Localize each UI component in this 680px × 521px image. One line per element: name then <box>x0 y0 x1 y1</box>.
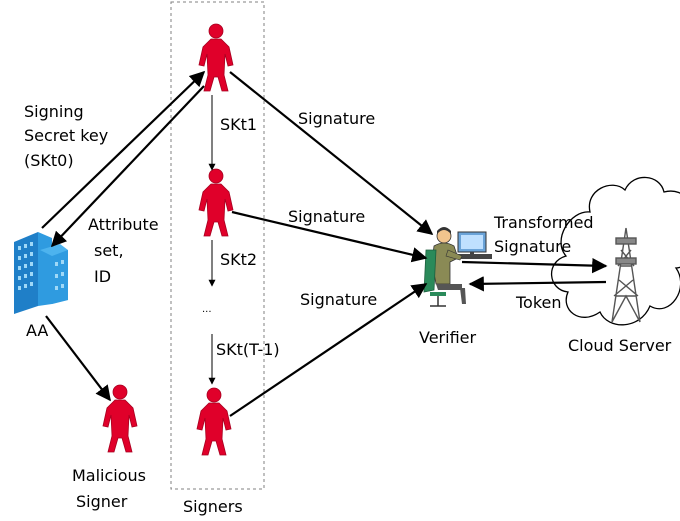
arrow-aa-to-signer <box>41 70 206 229</box>
skt1-label: SKt1 <box>220 115 257 134</box>
building-icon <box>14 232 68 314</box>
malicious-signer-label-1: Malicious <box>72 466 146 485</box>
arrow-signer1-to-verifier <box>229 71 434 235</box>
signers-label: Signers <box>183 497 243 516</box>
verifier-label: Verifier <box>419 328 476 347</box>
arrow-signer2-to-verifier <box>231 210 428 263</box>
attribute-label-2: set, <box>94 241 124 260</box>
signer-3-icon <box>196 387 232 456</box>
signature-label-1: Signature <box>298 109 375 128</box>
arrow-signer3-to-verifier <box>229 283 428 417</box>
signing-secret-key-label-1: Signing <box>24 102 84 121</box>
skt2-label: SKt2 <box>220 250 257 269</box>
sktT-label: SKt(T-1) <box>216 340 280 359</box>
signature-label-2: Signature <box>288 207 365 226</box>
signature-label-3: Signature <box>300 290 377 309</box>
signers-group-box <box>170 1 265 490</box>
transmission-tower-icon <box>611 227 641 323</box>
arrow-signer-to-aa <box>50 85 205 248</box>
token-label: Token <box>515 293 562 312</box>
cloud-server-label: Cloud Server <box>568 336 672 355</box>
ellipsis-label: ... <box>202 304 212 315</box>
signing-secret-key-label-2: Secret key <box>24 126 108 145</box>
person-at-computer-icon <box>423 227 492 307</box>
arrow-verifier-to-cloud <box>461 257 608 274</box>
aa-label: AA <box>26 321 48 340</box>
malicious-signer-label-2: Signer <box>76 492 128 511</box>
signing-secret-key-label-3: (SKt0) <box>24 151 74 170</box>
transformed-signature-label-2: Signature <box>494 237 571 256</box>
transformed-signature-label-1: Transformed <box>493 213 594 232</box>
signer-1-icon <box>198 23 234 92</box>
arrow-aa-to-malicious <box>45 315 111 402</box>
attribute-label-1: Attribute <box>88 215 159 234</box>
cloud-icon <box>550 176 680 326</box>
attribute-label-3: ID <box>94 267 111 286</box>
signer-2-icon <box>198 168 234 237</box>
malicious-signer-icon <box>102 384 138 453</box>
arrow-cloud-to-verifier <box>468 276 607 292</box>
